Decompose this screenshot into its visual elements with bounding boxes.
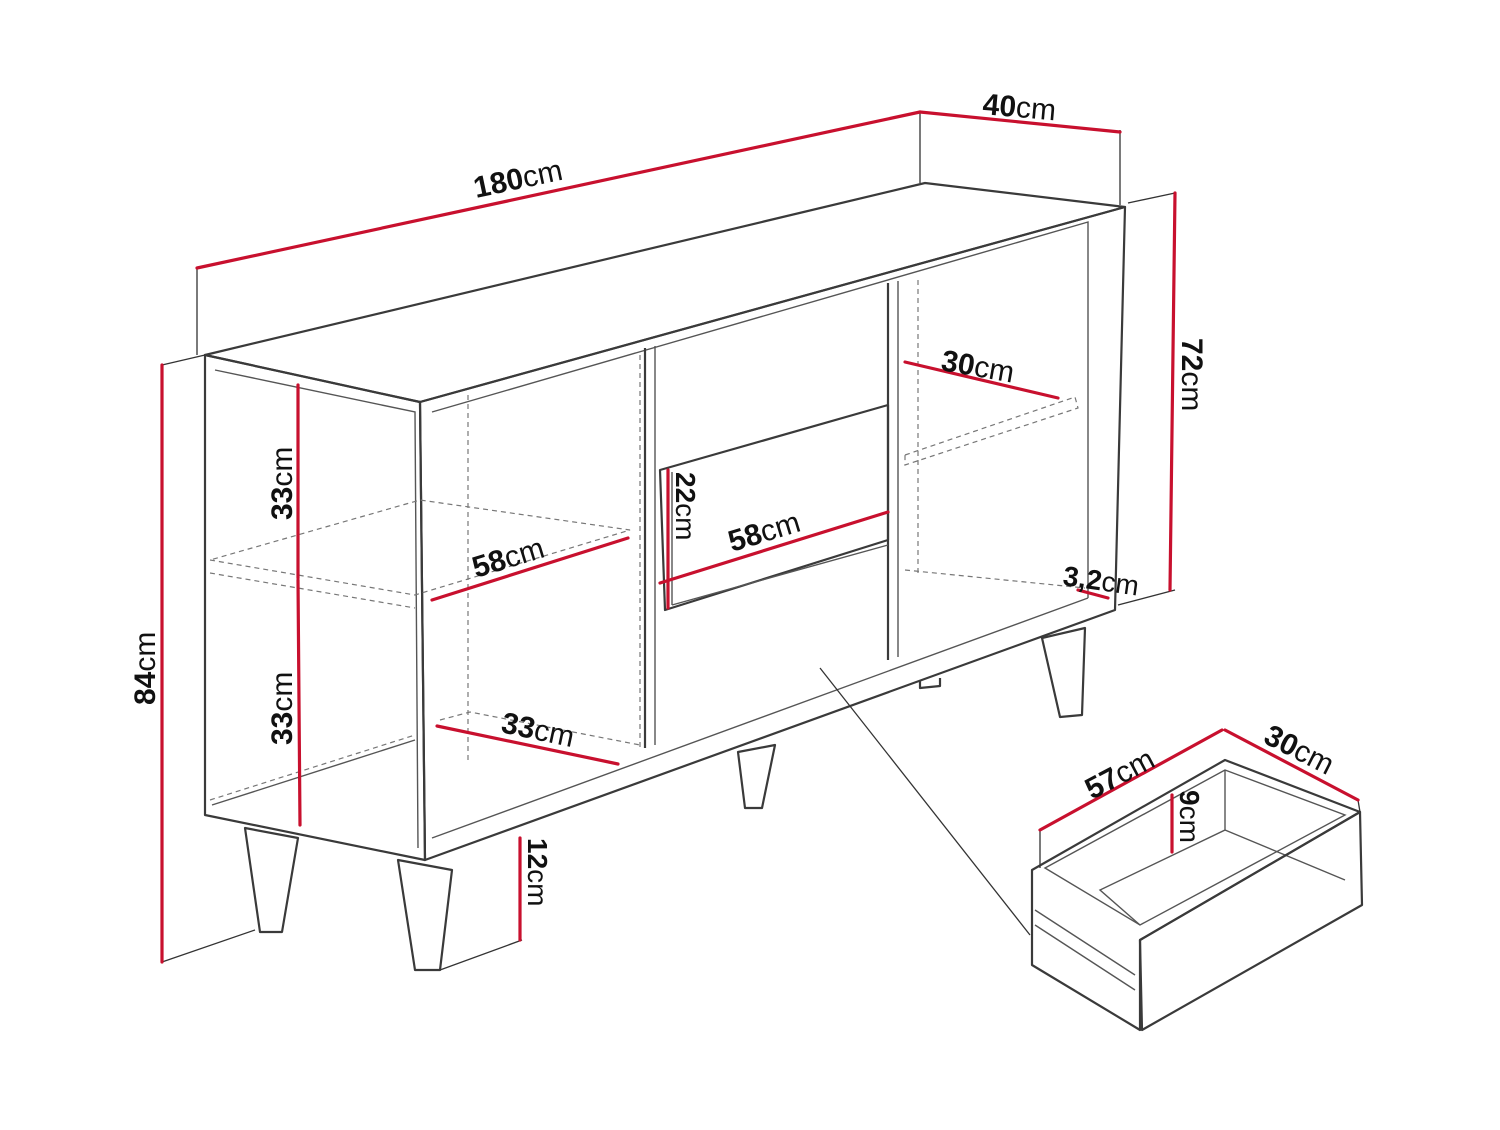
drawer-front-panel xyxy=(658,403,890,612)
dim-line-middle-width xyxy=(658,510,890,585)
back-inner-edge xyxy=(431,221,1089,598)
left-shelf xyxy=(209,499,631,596)
label-right-depth: 30cm xyxy=(939,344,1017,389)
shelves xyxy=(209,280,1086,801)
bottom-inner-edge xyxy=(431,597,1089,839)
drawer-detail xyxy=(1030,758,1364,1032)
dimension-labels: 180cm 40cm 72cm 84cm 33cm 33cm 58cm 33cm… xyxy=(129,88,1339,906)
dim-line-left-width xyxy=(430,536,630,602)
right-side-panel xyxy=(418,205,1127,862)
dimension-lines xyxy=(160,110,1360,964)
dim-line-right-depth xyxy=(903,360,1060,400)
dim-line-width xyxy=(195,110,922,270)
middle-drawer-front xyxy=(658,403,890,612)
dim-line-left-depth xyxy=(435,724,620,766)
label-drawer-depth: 30cm xyxy=(1259,719,1339,782)
dim-line-shelf-lower xyxy=(296,578,302,827)
leg-front-left xyxy=(243,826,300,934)
dim-line-depth xyxy=(918,110,1122,134)
label-body-height: 72cm xyxy=(1175,338,1208,411)
drawer-inner-back xyxy=(1098,770,1226,926)
label-board: 3,2cm xyxy=(1061,560,1141,601)
label-drawer-length: 57cm xyxy=(1080,743,1160,807)
label-total-height: 84cm xyxy=(129,632,162,705)
dim-line-body-height xyxy=(1168,191,1177,592)
leg-back-right xyxy=(1040,626,1087,719)
label-depth: 40cm xyxy=(981,88,1057,127)
label-shelf-upper: 33cm xyxy=(266,447,299,520)
label-shelf-lower: 33cm xyxy=(266,672,299,745)
label-left-depth: 33cm xyxy=(499,707,578,755)
label-drawer-front-height: 22cm xyxy=(670,472,701,540)
drawer-front xyxy=(1138,810,1364,1032)
dim-line-drawer-length xyxy=(1038,728,1224,832)
dim-line-board xyxy=(1076,588,1110,600)
extension-lines xyxy=(161,112,1361,971)
label-leg-height: 12cm xyxy=(522,838,553,906)
dim-line-drawer-depth xyxy=(1223,728,1360,802)
left-bottom-floor xyxy=(211,739,416,806)
leg-back-middle xyxy=(736,743,777,810)
drawer-pointer-line xyxy=(819,667,1031,936)
legs xyxy=(243,626,1087,972)
right-upper-shelf xyxy=(904,396,1079,466)
left-compartment-inner xyxy=(214,369,419,849)
drawer-inner-top xyxy=(1043,769,1347,926)
sideboard-body xyxy=(203,181,1127,862)
front-left-panel xyxy=(203,353,427,862)
leg-front-middle xyxy=(396,858,454,972)
label-drawer-inner-height: 9cm xyxy=(1174,790,1205,843)
leg-hidden xyxy=(918,678,942,690)
